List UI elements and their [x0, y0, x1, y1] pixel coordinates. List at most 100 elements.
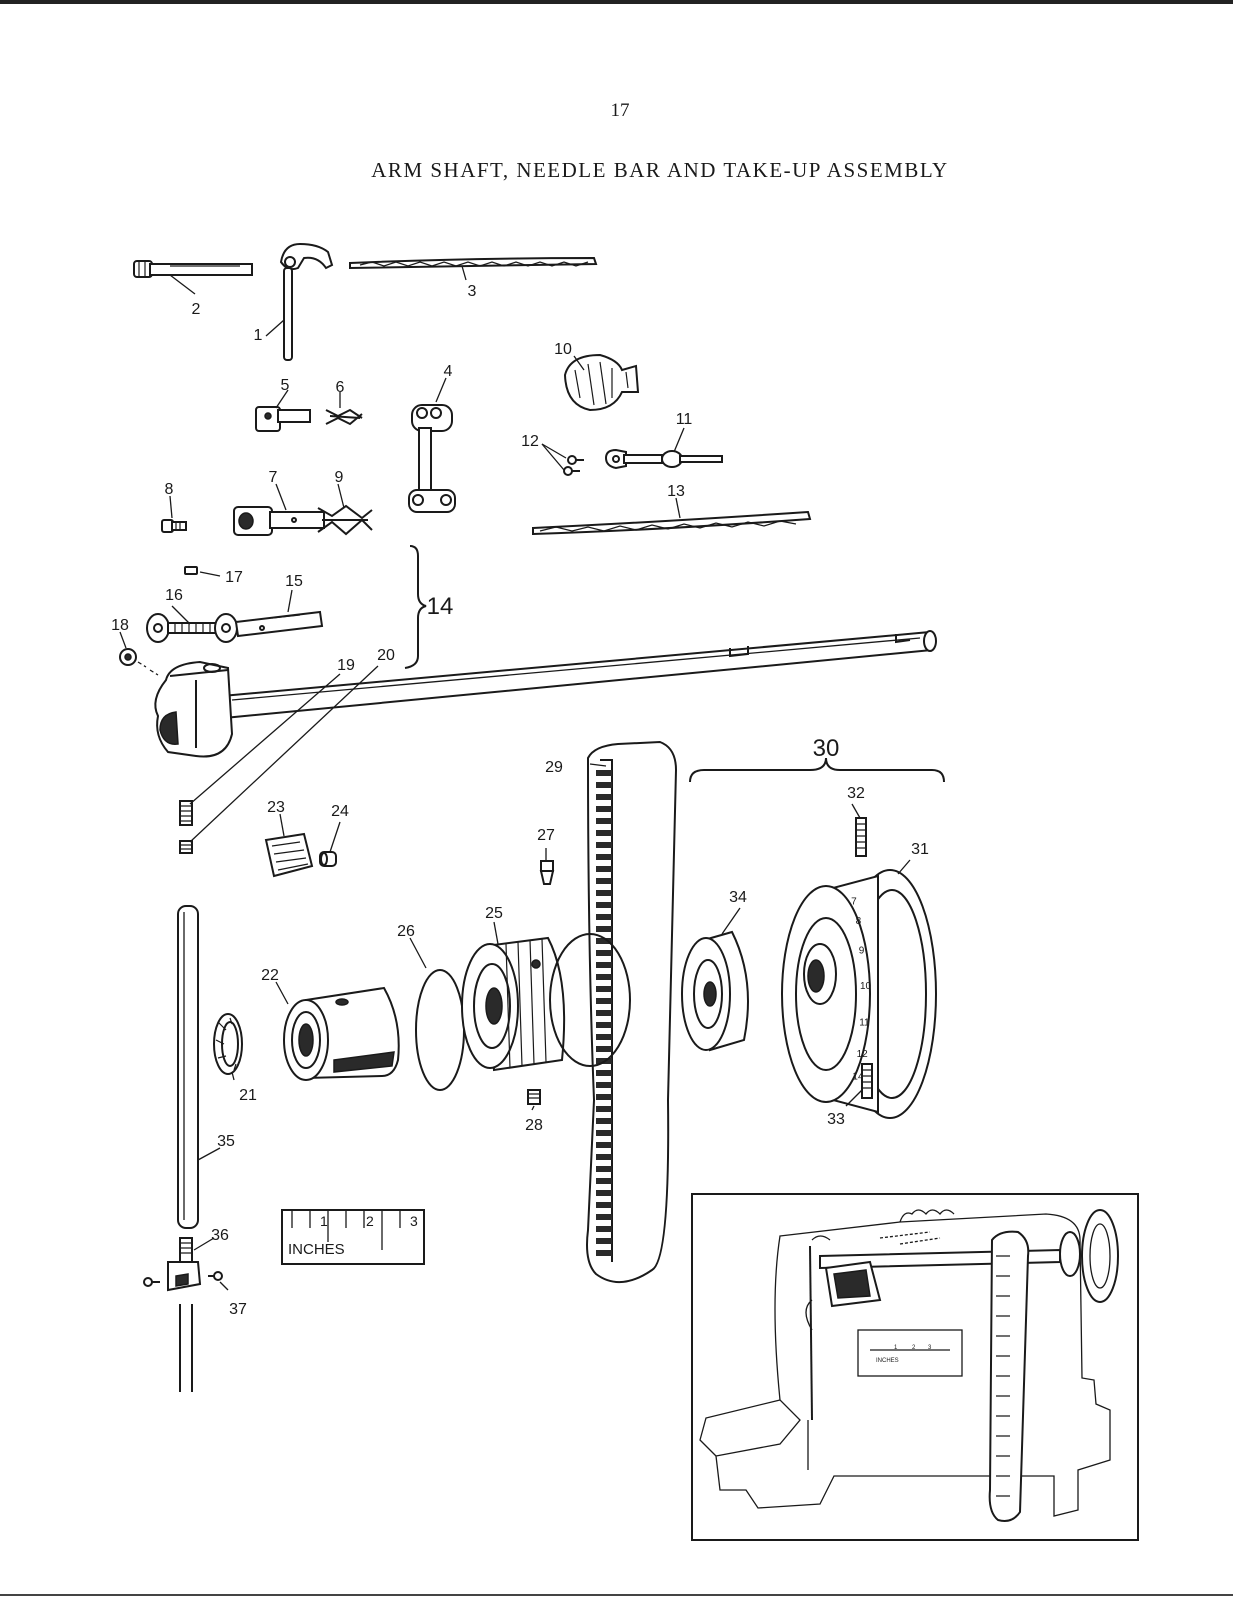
label-part-21: 21	[239, 1087, 257, 1104]
label-part-5: 5	[281, 377, 290, 394]
part-36-drawing	[167, 1237, 202, 1292]
label-part-2: 2	[192, 301, 201, 318]
label-part-33: 33	[827, 1111, 845, 1128]
belt-tooth	[596, 890, 612, 896]
page-number: 17	[610, 100, 630, 121]
belt-tooth	[596, 1106, 612, 1112]
belt-tooth	[596, 1142, 612, 1148]
belt-tooth	[596, 806, 612, 812]
label-part-36: 36	[211, 1227, 229, 1244]
label-part-22: 22	[261, 967, 279, 984]
top-rule	[0, 0, 1233, 4]
belt-tooth	[596, 1046, 612, 1052]
belt-tooth	[596, 902, 612, 908]
belt-tooth	[596, 1250, 612, 1256]
label-part-29: 29	[545, 759, 563, 776]
belt-tooth	[596, 1154, 612, 1160]
part-12-drawing	[563, 455, 584, 476]
part-3-drawing	[349, 256, 598, 270]
belt-tooth	[596, 950, 612, 956]
dial-marking: 14	[852, 1072, 864, 1083]
part-18-drawing	[119, 648, 159, 676]
part-37-drawing	[143, 1271, 223, 1287]
scale-tick-3: 3	[410, 1213, 418, 1229]
label-part-31: 31	[911, 841, 929, 858]
part-27-drawing	[539, 860, 555, 885]
label-part-35: 35	[217, 1133, 235, 1150]
dial-marking: 9	[859, 946, 865, 957]
part-labels: 1 2 3 4 5 6 7 8 9 10 11 12 13 14 15 16 1…	[111, 283, 929, 1318]
part-17-drawing	[184, 566, 198, 575]
label-part-26: 26	[397, 923, 415, 940]
label-part-14: 14	[427, 593, 454, 620]
part-25-drawing	[461, 936, 566, 1072]
belt-tooth	[596, 926, 612, 932]
label-part-1: 1	[254, 327, 263, 344]
label-part-18: 18	[111, 617, 129, 634]
part-33-drawing	[861, 1063, 873, 1099]
arm-shaft-drawing	[154, 630, 937, 758]
belt-tooth	[596, 998, 612, 1004]
belt-tooth	[596, 1214, 612, 1220]
label-part-19: 19	[337, 657, 355, 674]
belt-tooth	[596, 866, 612, 872]
belt-tooth	[596, 1178, 612, 1184]
belt-tooth	[596, 974, 612, 980]
belt-tooth	[596, 914, 612, 920]
belt-tooth	[596, 1118, 612, 1124]
belt-tooth	[596, 938, 612, 944]
belt-tooth	[596, 854, 612, 860]
scale-tick-2: 2	[366, 1213, 374, 1229]
label-part-24: 24	[331, 803, 349, 820]
part-35-drawing	[177, 905, 199, 1229]
belt-tooth	[596, 1130, 612, 1136]
belt-tooth	[596, 842, 612, 848]
scale-tick-1: 1	[320, 1213, 328, 1229]
part-24-drawing	[319, 851, 337, 867]
belt-guide-ring	[549, 933, 631, 1067]
belt-teeth	[596, 770, 612, 1256]
part-15-drawing	[234, 610, 324, 638]
label-part-17: 17	[225, 569, 243, 586]
group-30-bracket	[689, 757, 945, 783]
part-13-drawing	[532, 510, 812, 536]
bottom-rule	[0, 1594, 1233, 1596]
belt-tooth	[596, 1202, 612, 1208]
label-part-12: 12	[521, 433, 539, 450]
belt-tooth	[596, 1082, 612, 1088]
part-32-drawing	[855, 817, 867, 857]
belt-tooth	[596, 1166, 612, 1172]
label-part-20: 20	[377, 647, 395, 664]
part-23-drawing	[264, 832, 314, 878]
part-8-drawing	[161, 519, 187, 533]
belt-tooth	[596, 1190, 612, 1196]
part-29-drawing	[586, 740, 678, 1284]
part-34-drawing	[681, 930, 749, 1052]
label-part-11: 11	[676, 411, 693, 428]
inset-scale-tick-2: 2	[912, 1345, 916, 1351]
belt-tooth	[596, 1238, 612, 1244]
part-21-drawing	[213, 1013, 243, 1075]
belt-tooth	[596, 770, 612, 776]
part-28-drawing	[527, 1089, 541, 1105]
belt-tooth	[596, 1034, 612, 1040]
inset-scale-unit: INCHES	[876, 1358, 899, 1364]
dial-marking: 10	[860, 981, 872, 992]
scale-unit-label: INCHES	[288, 1241, 345, 1258]
belt-tooth	[596, 1022, 612, 1028]
inset-scale-tick-3: 3	[928, 1345, 932, 1351]
part-16-drawing	[146, 613, 238, 643]
part-9-drawing	[317, 504, 373, 536]
page-title: ARM SHAFT, NEEDLE BAR AND TAKE-UP ASSEMB…	[371, 158, 949, 182]
label-part-4: 4	[444, 363, 453, 380]
inches-scale-bar: 1 2 3 INCHES	[281, 1209, 425, 1265]
label-part-30: 30	[813, 735, 840, 762]
part-10-drawing	[563, 353, 640, 412]
dial-marking: 8	[856, 916, 862, 927]
belt-tooth	[596, 794, 612, 800]
belt-tooth	[596, 1010, 612, 1016]
belt-tooth	[596, 986, 612, 992]
